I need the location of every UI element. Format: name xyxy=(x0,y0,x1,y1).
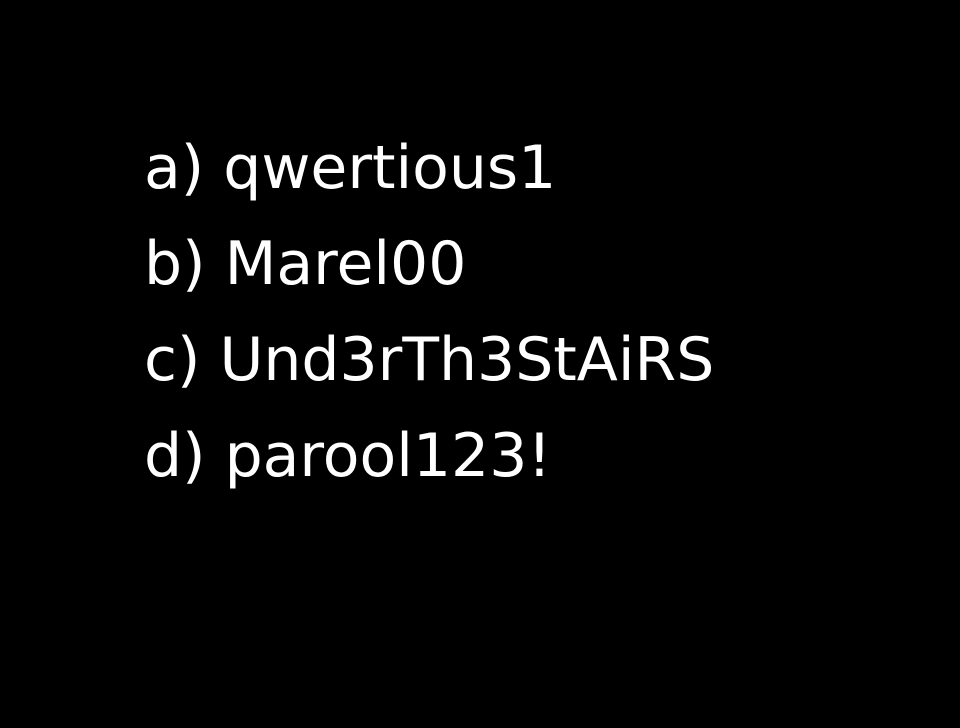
option-a: a) qwertious1 xyxy=(144,133,557,203)
option-d: d) parool123! xyxy=(144,421,552,491)
option-c: c) Und3rTh3StAiRS xyxy=(144,325,715,395)
option-b: b) Marel00 xyxy=(144,229,467,299)
answer-options-list: a) qwertious1 b) Marel00 c) Und3rTh3StAi… xyxy=(144,120,714,504)
